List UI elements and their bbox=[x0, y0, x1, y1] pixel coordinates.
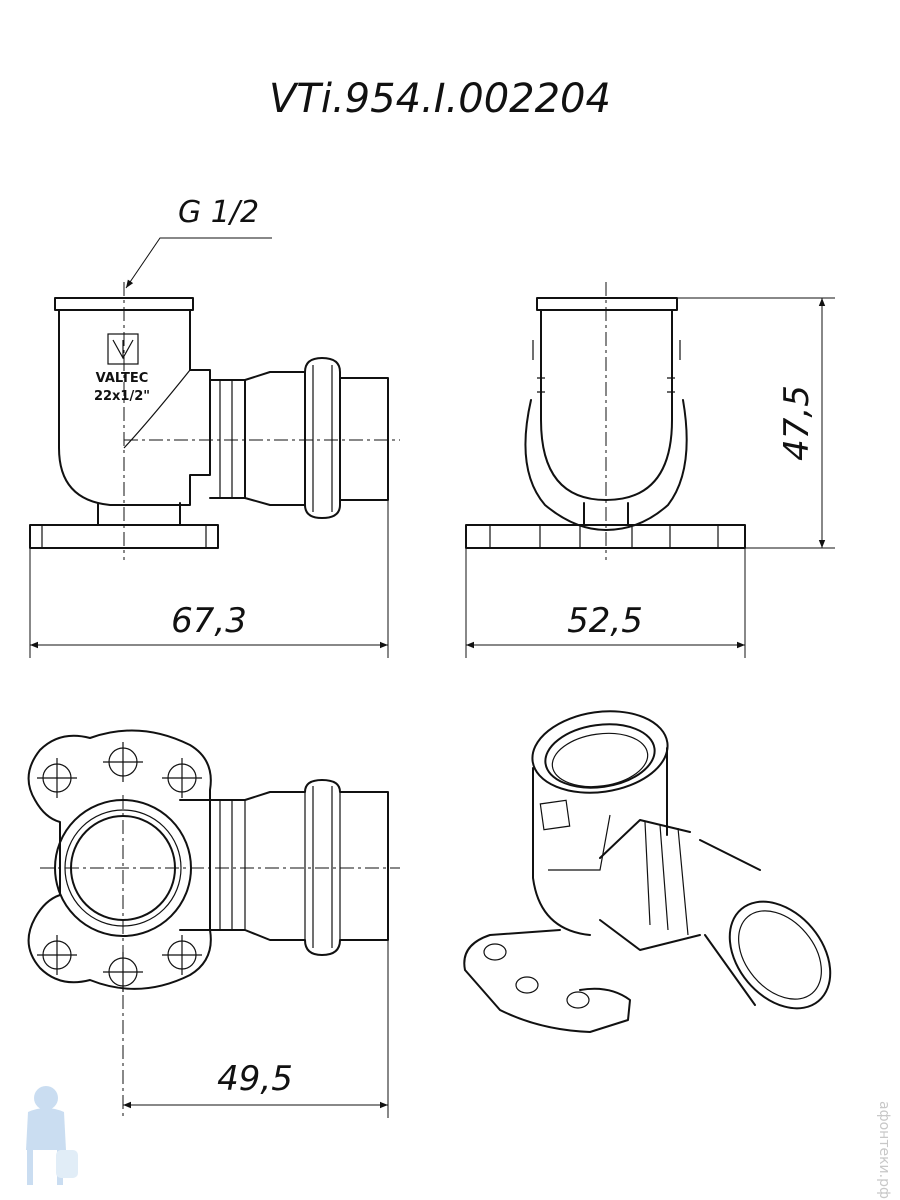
dimension-length: 67,3 bbox=[171, 601, 247, 641]
isometric-view bbox=[463, 710, 832, 1033]
front-view: G 1/2 VALTEC 22x1/2" 67,3 bbox=[29, 195, 400, 658]
dimension-width: 52,5 bbox=[567, 601, 643, 641]
plumber-mascot-icon bbox=[26, 1086, 78, 1185]
watermark: афонтеки.рф bbox=[876, 1101, 892, 1199]
thread-label: G 1/2 bbox=[178, 195, 259, 230]
brand-label: VALTEC bbox=[96, 371, 149, 386]
dimension-hole-spacing: 49,5 bbox=[217, 1059, 293, 1099]
top-view: 49,5 bbox=[27, 729, 400, 1120]
valtec-logo-icon bbox=[107, 333, 139, 365]
dimension-height: 47,5 bbox=[777, 385, 817, 461]
size-label: 22x1/2" bbox=[94, 389, 150, 404]
valtec-iso-logo-icon bbox=[539, 799, 571, 831]
side-view: 47,5 52,5 bbox=[465, 282, 835, 658]
drawing-code: VTi.954.I.002204 bbox=[269, 76, 611, 122]
